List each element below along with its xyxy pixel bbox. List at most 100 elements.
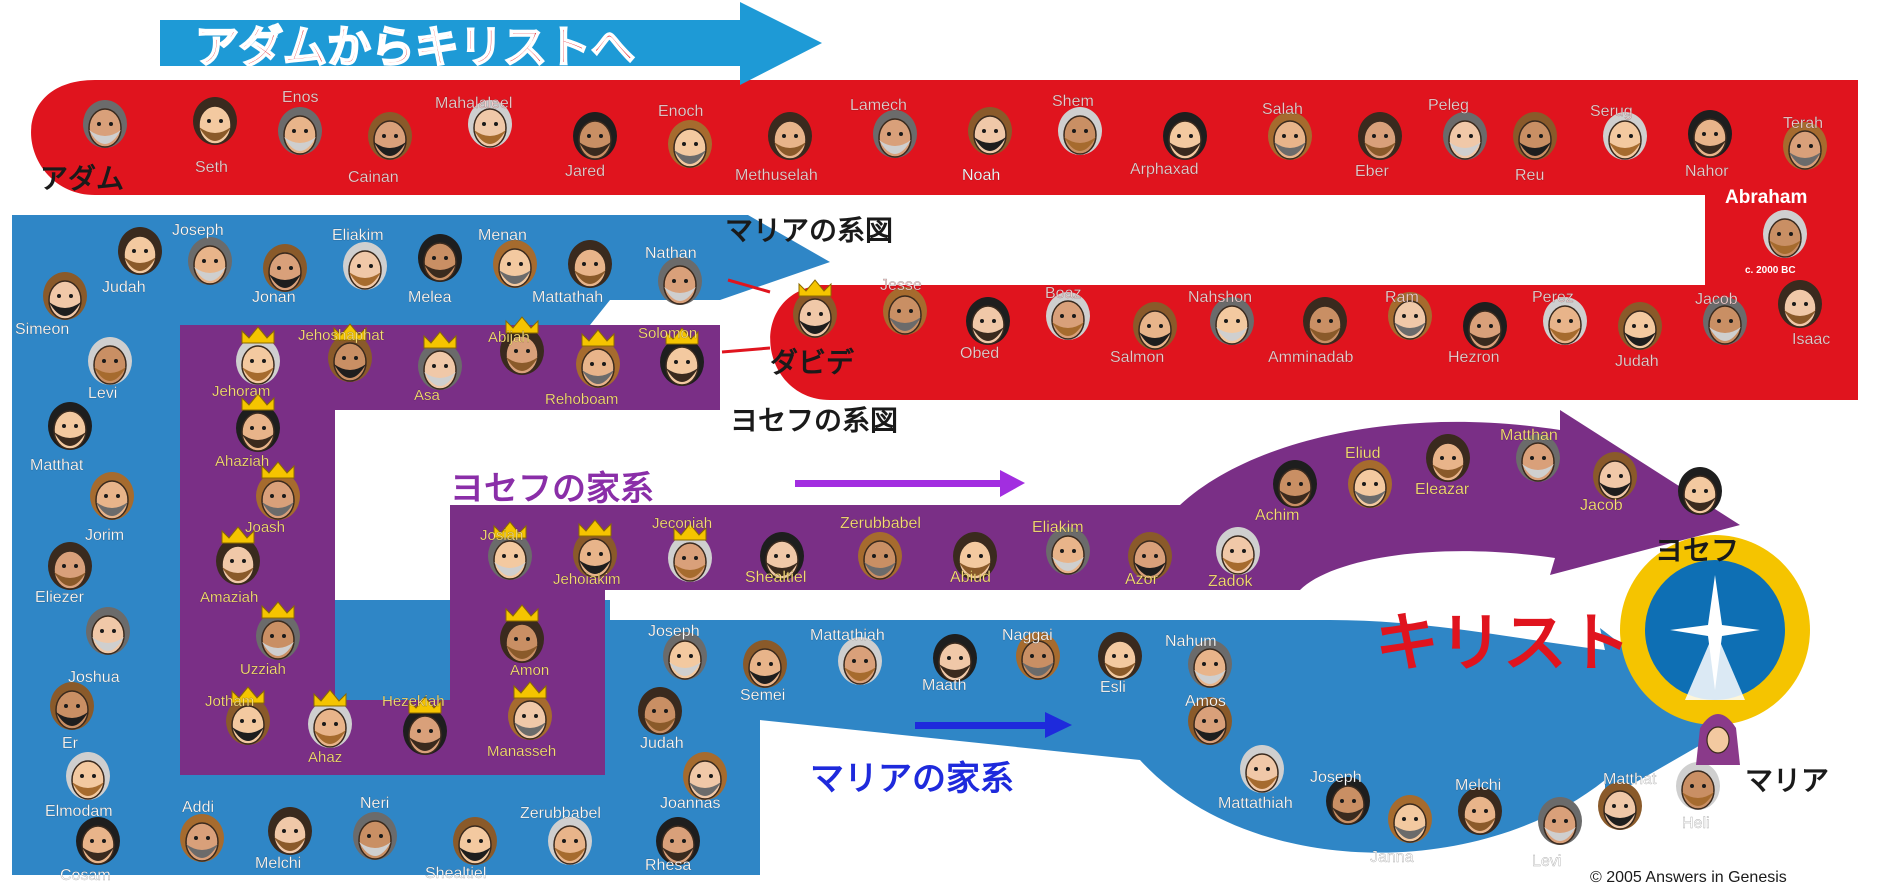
eliud-portrait <box>1348 460 1392 508</box>
copyright: © 2005 Answers in Genesis <box>1590 869 1787 886</box>
naggai-name: Naggai <box>1002 627 1053 644</box>
joseph-d-portrait <box>1326 777 1370 825</box>
abraham-portrait <box>1763 210 1807 258</box>
jotham-name: Jotham <box>205 693 254 710</box>
janna-name: Janna <box>1370 849 1414 866</box>
matthat-b-name: Matthat <box>30 457 84 474</box>
jehoiakim-portrait <box>573 519 617 578</box>
joseph-b-portrait <box>188 237 232 285</box>
levi-d-portrait <box>1538 797 1582 845</box>
judah-c-portrait <box>638 687 682 735</box>
enoch-name: Enoch <box>658 103 703 120</box>
zerubbabel-p-portrait <box>858 532 902 580</box>
maath-portrait <box>933 634 977 682</box>
levi-d-name: Levi <box>1532 853 1561 870</box>
serug-portrait <box>1603 112 1647 160</box>
jeconiah-name: Jeconiah <box>652 515 712 532</box>
jacob-p-name: Jacob <box>1580 497 1623 514</box>
eleazar-portrait <box>1426 434 1470 482</box>
nahshon-name: Nahshon <box>1188 289 1252 306</box>
naggai-portrait <box>1016 632 1060 680</box>
crown-icon <box>333 323 367 341</box>
solomon-name: Solomon <box>638 325 697 342</box>
esli-portrait <box>1098 632 1142 680</box>
boaz-name: Boaz <box>1045 285 1081 302</box>
jotham-portrait <box>226 686 270 745</box>
jehoiakim-name: Jehoiakim <box>553 571 621 588</box>
seth-name: Seth <box>195 159 228 176</box>
mattathah-portrait <box>568 240 612 288</box>
joshua-portrait <box>86 607 130 655</box>
azor-portrait <box>1128 532 1172 580</box>
amminadab-name: Amminadab <box>1268 349 1353 366</box>
ram-name: Ram <box>1385 289 1419 306</box>
matthan-name: Matthan <box>1500 427 1558 444</box>
terah-name: Terah <box>1783 115 1823 132</box>
melchi-d-name: Melchi <box>1455 777 1501 794</box>
mary-label: マリア <box>1745 764 1829 797</box>
rhesa-name: Rhesa <box>645 857 691 874</box>
arphaxad-name: Arphaxad <box>1130 161 1199 178</box>
uzziah-name: Uzziah <box>240 661 286 678</box>
heli-portrait <box>1676 762 1720 810</box>
crown-icon <box>665 327 699 345</box>
isaac-portrait <box>1778 280 1822 328</box>
janna-portrait <box>1388 795 1432 843</box>
adam-label: アダム <box>40 162 124 195</box>
eliakim-p-name: Eliakim <box>1032 519 1084 536</box>
crown-icon <box>578 519 612 537</box>
abijah-portrait <box>500 316 544 375</box>
enoch-portrait <box>668 120 712 168</box>
reu-portrait <box>1513 112 1557 160</box>
jacob-top-name: Jacob <box>1695 291 1738 308</box>
azor-name: Azor <box>1125 571 1159 588</box>
matthat-b-portrait <box>48 402 92 450</box>
eliakim-b-name: Eliakim <box>332 227 384 244</box>
matthan-portrait <box>1516 434 1560 482</box>
mary-line-arrow <box>915 712 1072 738</box>
jorim-name: Jorim <box>85 527 124 544</box>
crown-icon <box>505 316 539 334</box>
abraham-label: Abraham <box>1725 187 1807 208</box>
judah-top-portrait <box>1618 302 1662 350</box>
mary-genealogy-label: マリアの系図 <box>725 214 893 247</box>
david-portrait <box>793 279 837 338</box>
zerubbabel-b-name: Zerubbabel <box>520 805 601 822</box>
enos-portrait <box>278 107 322 155</box>
zadok-portrait <box>1216 527 1260 575</box>
jared-portrait <box>573 112 617 160</box>
simeon-portrait <box>43 272 87 320</box>
cosam-name: Cosam <box>60 867 111 884</box>
semei-portrait <box>743 640 787 688</box>
simeon-name: Simeon <box>15 321 69 338</box>
mattathiah-d-portrait <box>1240 745 1284 793</box>
terah-portrait <box>1783 122 1827 170</box>
mary-portrait <box>1696 714 1740 765</box>
melchi-d-portrait <box>1458 787 1502 835</box>
judah-b-portrait <box>118 227 162 275</box>
joseph-c-name: Joseph <box>648 623 700 640</box>
jesse-portrait <box>883 287 927 335</box>
eliakim-b-portrait <box>343 242 387 290</box>
amaziah-portrait <box>216 526 260 585</box>
joseph-d-name: Joseph <box>1310 769 1362 786</box>
menan-name: Menan <box>478 227 527 244</box>
shealtiel-p-portrait <box>760 532 804 580</box>
lamech-name: Lamech <box>850 97 907 114</box>
achim-portrait <box>1273 460 1317 508</box>
uzziah-portrait <box>256 601 300 660</box>
levi-b-name: Levi <box>88 385 117 402</box>
addi-portrait <box>180 814 224 862</box>
zerubbabel-p-name: Zerubbabel <box>840 515 921 532</box>
manasseh-portrait <box>508 681 552 740</box>
neri-portrait <box>353 812 397 860</box>
nahshon-portrait <box>1210 297 1254 345</box>
jehoshaphat-portrait <box>328 323 372 382</box>
eber-name: Eber <box>1355 163 1389 180</box>
crown-icon <box>221 526 255 544</box>
ahaziah-name: Ahaziah <box>215 453 269 470</box>
cainan-name: Cainan <box>348 169 399 186</box>
salah-name: Salah <box>1262 101 1303 118</box>
shealtiel-b-name: Shealtiel <box>425 865 486 882</box>
asa-portrait <box>418 331 462 390</box>
